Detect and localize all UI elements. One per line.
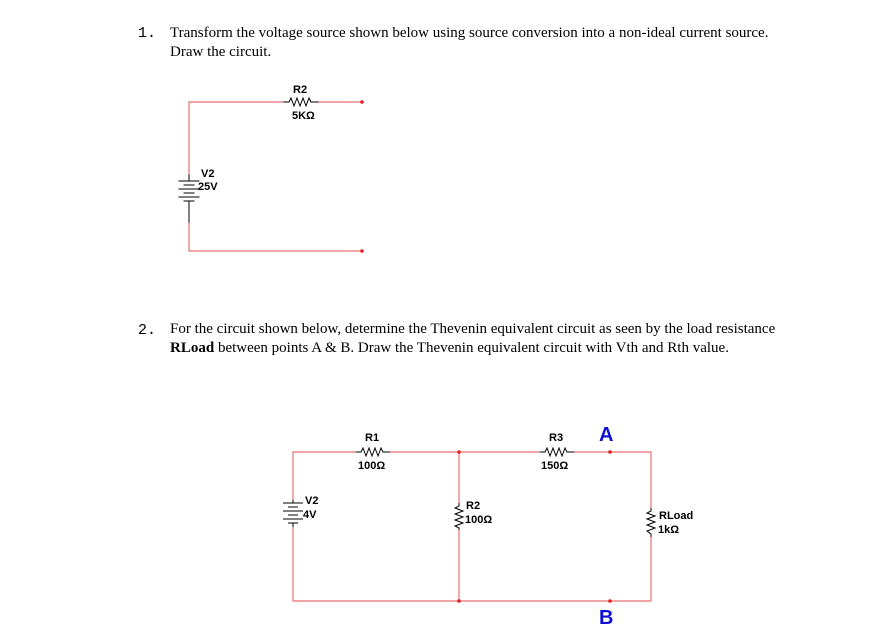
circuit-2 [283,446,657,603]
c1-node-dot-bottom [360,249,364,253]
question-2-text: For the circuit shown below, determine t… [170,320,775,358]
c2-r2-value: 100Ω [465,514,493,526]
c2-node-b-dot [608,599,612,603]
c1-wire-bottom [188,221,363,252]
question-1-line-1: Transform the voltage source shown below… [170,25,769,41]
rload-bold-word: RLoad [170,340,215,356]
c2-v2-battery-symbol [283,500,303,527]
c2-junction-top [457,450,461,454]
question-2-number: 2. [138,322,157,339]
c2-r3-value: 150Ω [541,460,569,472]
c2-wire-bottom [292,527,652,602]
c2-wire-left [292,451,356,500]
question-1-text: Transform the voltage source shown below… [170,24,768,62]
c2-junction-bottom [457,599,461,603]
node-b-label: B [599,607,614,629]
c1-r2-name: R2 [293,84,308,96]
c2-r1-resistor [356,446,390,458]
question-1-number: 1. [138,25,157,42]
c2-rload-name: RLoad [659,510,694,522]
c1-v2-value: 25V [198,181,218,193]
question-1-line-2: Draw the circuit. [170,44,272,60]
c2-v2-name: V2 [305,495,319,507]
question-2-line-1: For the circuit shown below, determine t… [170,321,776,337]
c2-r1-value: 100Ω [358,460,386,472]
c1-r2-resistor [283,96,319,108]
c2-node-a-dot [608,450,612,454]
c2-r2-name: R2 [466,500,481,512]
c2-v2-value: 4V [303,509,317,521]
question-2-line-2-rest: between points A & B. Draw the Thevenin … [214,340,729,356]
c2-r1-name: R1 [365,432,380,444]
question-2-line-2: RLoad between points A & B. Draw the The… [170,339,775,358]
c1-v2-name: V2 [201,168,215,180]
c2-rload-resistor [645,508,657,537]
c2-rload-value: 1kΩ [658,524,680,536]
c1-v2-battery-symbol [178,174,200,223]
c2-r2-resistor [453,503,465,530]
c1-node-dot-top [360,100,364,104]
c2-r3-name: R3 [549,432,564,444]
c2-wire-r3-to-right [574,451,652,508]
c1-r2-value: 5KΩ [292,110,315,122]
c1-wire-top [188,101,285,176]
node-a-label: A [599,424,614,446]
c2-r3-resistor [540,446,574,458]
circuit-1 [178,96,364,253]
